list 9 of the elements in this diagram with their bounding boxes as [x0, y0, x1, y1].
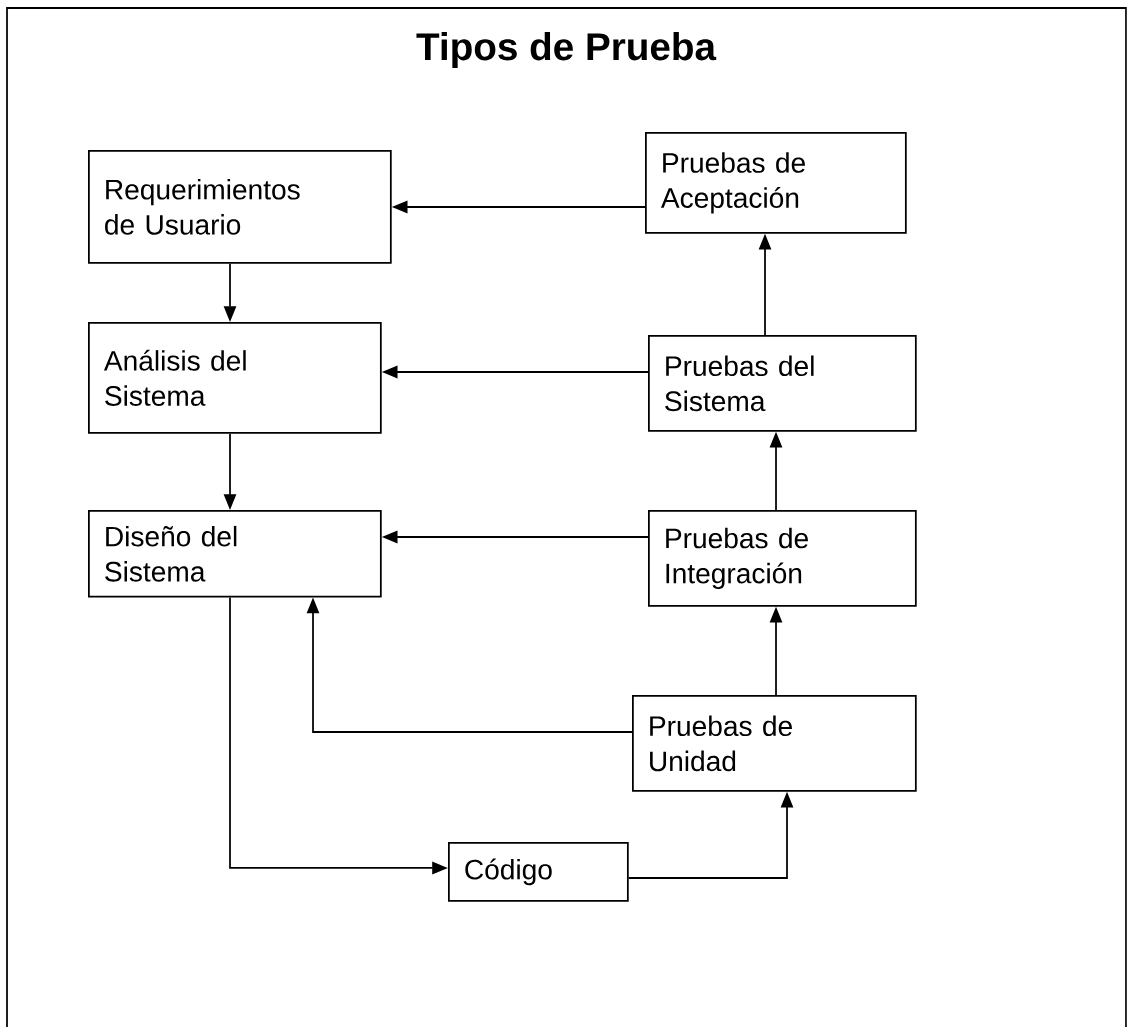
title: Tipos de Prueba — [416, 31, 717, 68]
process-box: Diseño del Sistema — [88, 510, 382, 598]
process-box: Pruebas de Integración — [648, 510, 917, 607]
process-box: Análisis del Sistema — [88, 322, 382, 434]
process-box: Pruebas de Unidad — [632, 695, 917, 792]
process-box: Requerimientos de Usuario — [88, 150, 392, 264]
process-box: Pruebas del Sistema — [648, 335, 917, 432]
process-box: Código — [448, 842, 629, 902]
process-box: Pruebas de Aceptación — [645, 132, 907, 234]
